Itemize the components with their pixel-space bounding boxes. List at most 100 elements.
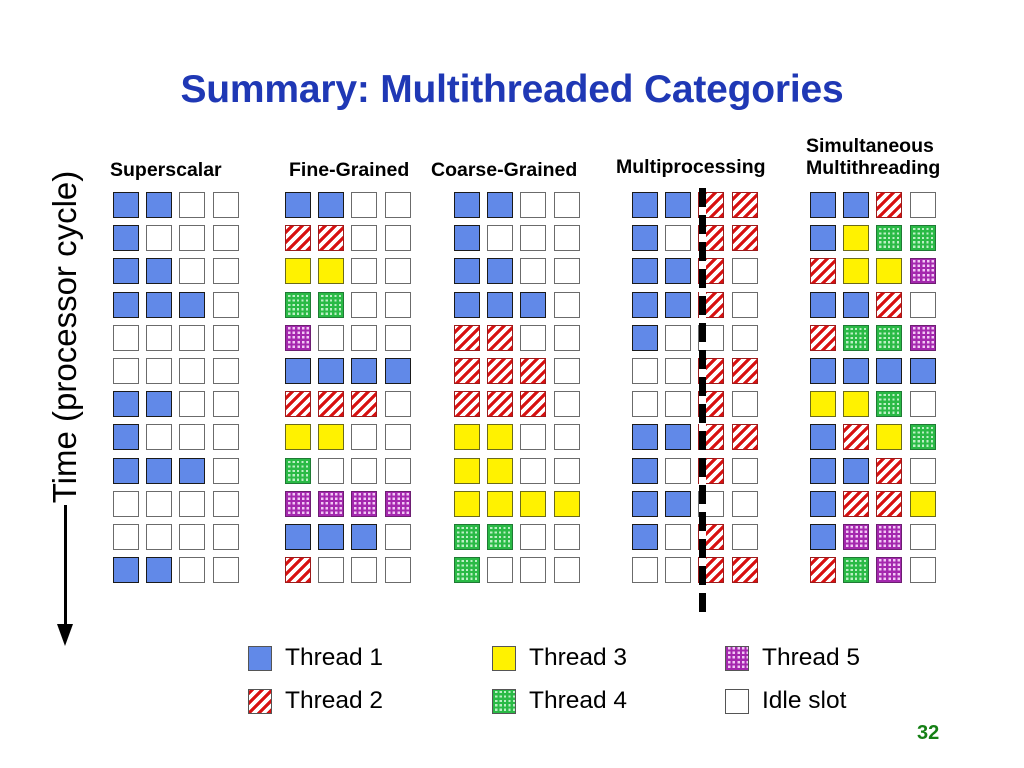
grid-row: [113, 357, 239, 391]
issue-slot-idle: [632, 357, 658, 384]
grid-row: [810, 523, 936, 557]
issue-slot-thread-1: [632, 523, 658, 550]
issue-slot-idle: [520, 457, 547, 484]
issue-slot-idle: [179, 258, 206, 285]
issue-slot-thread-1: [113, 457, 139, 484]
issue-slot-thread-1: [113, 424, 139, 451]
issue-slot-thread-1: [113, 225, 139, 252]
issue-slot-thread-3: [285, 258, 311, 285]
grid-row: [285, 192, 411, 225]
issue-slot-thread-2: [520, 357, 547, 384]
issue-slot-thread-5: [285, 324, 311, 351]
issue-slot-thread-2: [487, 391, 514, 418]
issue-slot-idle: [212, 490, 239, 517]
grid-row: [113, 523, 239, 557]
issue-slot-idle: [212, 324, 239, 351]
issue-slot-idle: [553, 523, 580, 550]
issue-slot-idle: [384, 225, 411, 252]
grid-row: [113, 424, 239, 457]
issue-slot-idle: [384, 523, 411, 550]
issue-slot-thread-2: [285, 557, 311, 584]
issue-slot-idle: [179, 324, 206, 351]
grid-row: [113, 457, 239, 491]
issue-slot-thread-1: [810, 523, 836, 550]
issue-slot-thread-2: [698, 192, 725, 218]
grid-row: [285, 457, 411, 491]
issue-slot-thread-1: [113, 192, 139, 218]
issue-slot-thread-2: [843, 424, 870, 451]
issue-slot-idle: [909, 192, 936, 218]
issue-slot-idle: [179, 424, 206, 451]
issue-slot-thread-1: [632, 192, 658, 218]
legend-swatch-thread-5: [725, 645, 749, 671]
grid-superscalar: [113, 192, 239, 590]
issue-slot-thread-3: [553, 490, 580, 517]
issue-slot-idle: [487, 225, 514, 252]
column-header-line: Multiprocessing: [616, 156, 766, 178]
grid-row: [285, 557, 411, 590]
legend-item-thread-3: Thread 3: [492, 644, 627, 674]
page-number: 32: [917, 722, 940, 744]
grid-row: [810, 357, 936, 391]
issue-slot-thread-4: [285, 457, 311, 484]
issue-slot-idle: [351, 457, 378, 484]
issue-slot-thread-1: [632, 424, 658, 451]
issue-slot-thread-1: [843, 291, 870, 318]
issue-slot-thread-5: [318, 490, 345, 517]
issue-slot-idle: [351, 557, 378, 584]
issue-slot-thread-1: [318, 357, 345, 384]
issue-slot-idle: [113, 324, 139, 351]
issue-slot-idle: [731, 490, 758, 517]
issue-slot-idle: [384, 192, 411, 218]
issue-slot-thread-1: [843, 457, 870, 484]
issue-slot-thread-1: [454, 291, 480, 318]
issue-slot-thread-1: [285, 192, 311, 218]
issue-slot-thread-1: [179, 291, 206, 318]
issue-slot-idle: [553, 258, 580, 285]
issue-slot-idle: [553, 291, 580, 318]
issue-slot-idle: [665, 557, 692, 584]
issue-slot-idle: [553, 557, 580, 584]
grid-row: [632, 225, 758, 258]
issue-slot-idle: [179, 192, 206, 218]
issue-slot-thread-3: [876, 424, 903, 451]
issue-slot-thread-4: [876, 324, 903, 351]
grid-row: [454, 192, 580, 225]
issue-slot-idle: [318, 557, 345, 584]
issue-slot-thread-5: [909, 258, 936, 285]
grid-row: [285, 291, 411, 325]
grid-row: [285, 490, 411, 524]
grid-row: [454, 424, 580, 457]
grid-row: [810, 192, 936, 225]
issue-slot-thread-3: [487, 424, 514, 451]
issue-slot-idle: [179, 490, 206, 517]
grid-row: [454, 291, 580, 325]
issue-slot-idle: [909, 291, 936, 318]
issue-slot-idle: [632, 391, 658, 418]
y-axis-label: Time (processor cycle): [46, 170, 83, 504]
legend-label-thread-1: Thread 1: [285, 644, 384, 671]
legend-label-thread-4: Thread 4: [529, 687, 628, 714]
page-title: Summary: Multithreaded Categories: [180, 68, 844, 111]
issue-slot-thread-1: [454, 258, 480, 285]
issue-slot-idle: [909, 523, 936, 550]
issue-slot-thread-1: [487, 192, 514, 218]
issue-slot-idle: [553, 225, 580, 252]
issue-slot-thread-2: [520, 391, 547, 418]
issue-slot-thread-4: [487, 523, 514, 550]
issue-slot-idle: [909, 391, 936, 418]
issue-slot-idle: [179, 557, 206, 584]
issue-slot-thread-2: [487, 324, 514, 351]
issue-slot-thread-4: [843, 324, 870, 351]
issue-slot-idle: [384, 324, 411, 351]
issue-slot-thread-3: [843, 225, 870, 252]
issue-slot-thread-1: [665, 424, 692, 451]
grid-row: [810, 457, 936, 491]
issue-slot-idle: [665, 391, 692, 418]
issue-slot-idle: [384, 291, 411, 318]
issue-slot-idle: [384, 457, 411, 484]
issue-slot-thread-1: [487, 258, 514, 285]
grid-row: [632, 424, 758, 457]
issue-slot-thread-1: [285, 357, 311, 384]
